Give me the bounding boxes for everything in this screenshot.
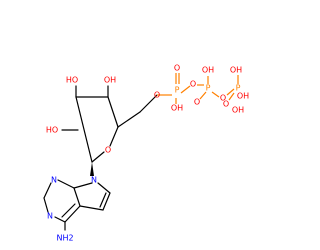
bond-n9-c4 — [97, 182, 111, 194]
bond-n3-c4 — [54, 216, 66, 223]
bond-c8-n1 — [57, 179, 75, 189]
atom-p3-oh-bottom: OH — [232, 106, 244, 115]
bond-c4-ch2 — [117, 111, 141, 128]
bond-n9-c8 — [73, 182, 93, 189]
atom-oh-top: OH — [104, 76, 116, 85]
atom-p3: P — [236, 84, 241, 93]
bond-c4-c4a — [64, 205, 81, 223]
atom-p2-oh: OH — [202, 66, 214, 75]
bond-oring-c1 — [91, 151, 105, 163]
atom-amine: NH2 — [56, 234, 73, 243]
atom-n-glyco: N — [91, 176, 97, 185]
atom-p2: P — [206, 84, 211, 93]
atom-p3-oxo: O — [223, 100, 229, 109]
atom-p3-oh-top: OH — [230, 66, 242, 75]
atom-labels: HO OH HO O O P O OH O P OH O O P OH OH O… — [46, 64, 249, 243]
atom-ho-top: HO — [66, 76, 78, 85]
atom-ester-o: O — [154, 91, 160, 100]
bond-c1-c2 — [75, 96, 93, 163]
bond-c5-c6-double — [99, 192, 107, 208]
atom-p2-oxo: O — [194, 98, 200, 107]
atom-p1-oh: OH — [171, 104, 183, 113]
bond-c8-c4a — [73, 187, 81, 207]
bond-p2-oxo — [199, 91, 207, 100]
bond-p2-bridge — [211, 91, 220, 98]
bond-p1-bridge — [180, 85, 191, 94]
bond-n1-c2 — [43, 182, 52, 199]
atom-p1: P — [175, 86, 180, 95]
bond-glycosidic — [90, 162, 94, 176]
atom-n-ring1: N — [51, 176, 57, 185]
atom-ring-o: O — [105, 146, 111, 155]
bond-p3-oxo — [228, 92, 235, 101]
bond-c6-c4a — [79, 205, 104, 211]
structure-svg: HO OH HO O O P O OH O P OH O O P OH OH O… — [43, 64, 249, 243]
bond-bridge-p3 — [226, 88, 235, 96]
bond-c2-n3 — [43, 197, 49, 213]
atom-p1-oxo: O — [174, 64, 180, 73]
atom-p3-oh-right: OH — [237, 92, 249, 101]
bonds — [43, 73, 239, 231]
molecule-structure: HO OH HO O O P O OH O P OH O O P OH OH O… — [43, 64, 249, 243]
atom-bridge2: O — [220, 94, 226, 103]
atom-bridge1: O — [190, 80, 196, 89]
atom-n-ring2: N — [47, 212, 53, 221]
bond-c4-oring — [109, 126, 119, 147]
atom-ho-left: HO — [46, 126, 58, 135]
bond-c4-c4a-double — [61, 203, 76, 218]
bond-c4-ring — [107, 96, 119, 128]
bond-ch2-o — [139, 94, 158, 113]
bond-c5-c6 — [102, 192, 111, 211]
